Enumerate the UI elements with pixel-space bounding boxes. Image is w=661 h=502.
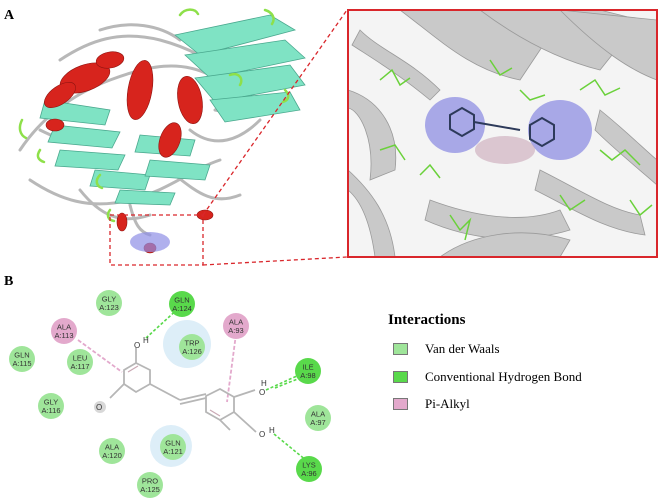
residue-name: GLN (14, 351, 29, 360)
residue-circle (305, 405, 331, 431)
residue-id: A:98 (300, 371, 315, 380)
residue-name: ALA (311, 410, 325, 419)
residue-id: A:115 (12, 359, 31, 368)
residue-circle (169, 291, 195, 317)
panel-label-b: B (4, 274, 14, 289)
residue-name: GLN (174, 296, 189, 305)
residue-name: GLY (44, 398, 58, 407)
legend-item-hbond: Conventional Hydrogen Bond (393, 369, 582, 385)
residue-id: A:117 (70, 362, 89, 371)
legend-swatch-vdw (393, 343, 408, 355)
legend-swatch-hbond (393, 371, 408, 383)
residue-name: GLN (165, 439, 180, 448)
residue-name: ALA (229, 318, 243, 327)
legend-title: Interactions (388, 312, 466, 328)
legend-label-hbond: Conventional Hydrogen Bond (425, 369, 582, 384)
residue-id: A:120 (102, 451, 122, 460)
residue-id: A:97 (310, 418, 325, 427)
residue-circle (160, 434, 186, 460)
callout-connectors (202, 9, 348, 266)
atom-o3: O (259, 388, 265, 397)
legend-item-vdw: Van der Waals (393, 341, 500, 357)
protein-overview-structure (18, 8, 306, 266)
legend-item-pialkyl: Pi-Alkyl (393, 396, 470, 412)
ligand-skeleton (109, 348, 257, 433)
protein-turns (18, 8, 290, 223)
atom-h4: H (269, 426, 275, 435)
residue-id: A:93 (228, 326, 243, 335)
pialkyl-lines (77, 333, 237, 403)
residue-layer: GLYA:123GLNA:124ALAA:113ALAA:93TRPA:126G… (9, 290, 331, 498)
residue-id: A:123 (99, 303, 119, 312)
atom-h3: H (261, 379, 267, 388)
atom-o4: O (259, 430, 265, 439)
residue-id: A:116 (41, 406, 60, 415)
zoom-region-box (109, 214, 204, 266)
residue-circle (295, 358, 321, 384)
residue-id: A:113 (54, 331, 73, 340)
residue-id: A:96 (301, 469, 316, 478)
atom-h1: H (143, 336, 149, 345)
residue-id: A:124 (172, 304, 192, 313)
residue-circle (51, 318, 77, 344)
legend-swatch-pialkyl (393, 398, 408, 410)
ligand-inner-bonds (127, 365, 221, 417)
legend-label-pialkyl: Pi-Alkyl (425, 396, 470, 411)
residue-circle (67, 349, 93, 375)
residue-name: LEU (73, 354, 88, 363)
residue-circle (137, 472, 163, 498)
residue-name: TRP (185, 339, 200, 348)
legend-label-vdw: Van der Waals (425, 341, 500, 356)
residue-name: ILE (302, 363, 313, 372)
residue-name: PRO (142, 477, 158, 486)
zoomed-binding-pocket (347, 9, 658, 258)
atom-o2: O (96, 403, 102, 412)
interaction-diagram: O H O O H O H GLYA:123GLNA:124ALAA:113AL… (9, 290, 331, 498)
residue-id: A:125 (140, 485, 160, 494)
residue-circle (9, 346, 35, 372)
residue-name: ALA (57, 323, 71, 332)
residue-circle (223, 313, 249, 339)
residue-name: GLY (102, 295, 116, 304)
residue-circle (296, 456, 322, 482)
residue-name: ALA (105, 443, 119, 452)
residue-circle (99, 438, 125, 464)
ligand-surface-small (130, 232, 170, 252)
protein-alpha-helices (44, 51, 214, 254)
residue-circle (96, 290, 122, 316)
halo-small (94, 401, 106, 413)
residue-name: LYS (302, 461, 316, 470)
residue-circle (38, 393, 64, 419)
residue-circle (179, 334, 205, 360)
panel-label-a: A (4, 8, 15, 23)
residue-id: A:126 (182, 347, 202, 356)
residue-id: A:121 (163, 447, 183, 456)
atom-o1: O (134, 341, 140, 350)
